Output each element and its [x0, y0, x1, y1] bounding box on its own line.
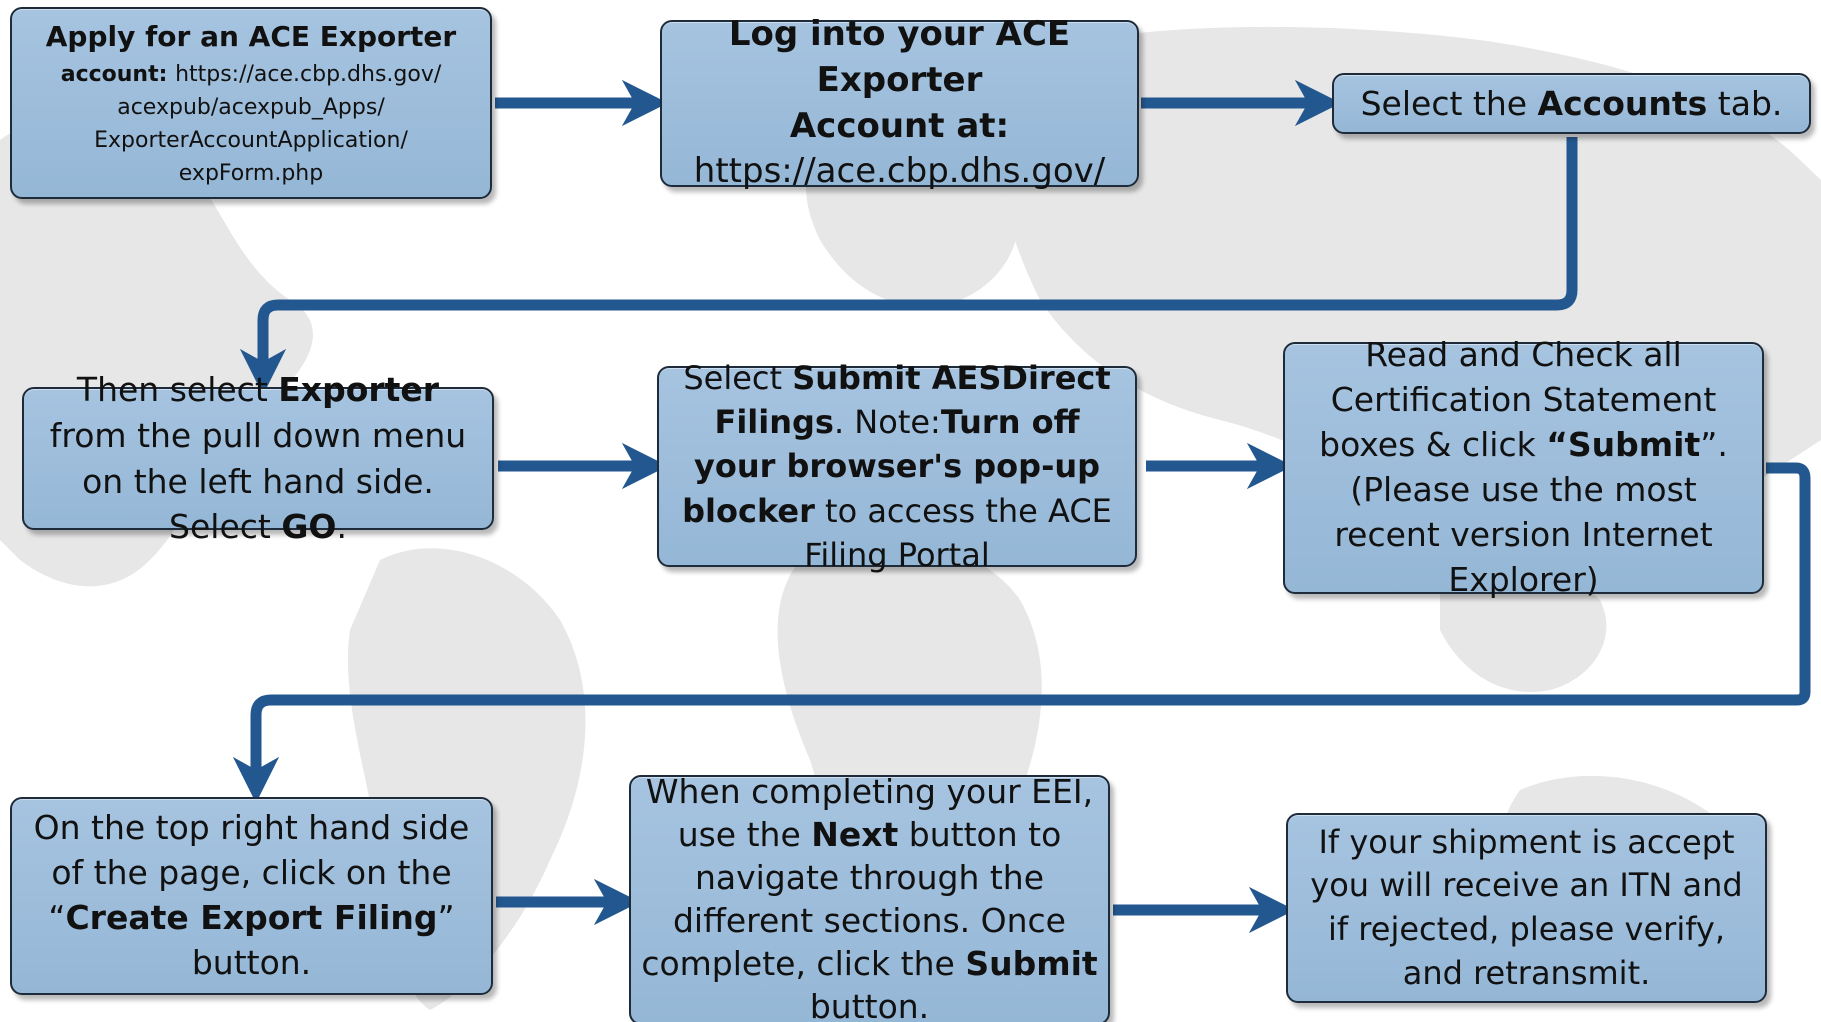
step-bold-text: Exporter: [278, 370, 440, 410]
step-text: Select the: [1360, 83, 1538, 123]
step-text: Then select: [76, 370, 279, 410]
step-bold-text: Account at:: [789, 105, 1010, 146]
step-text-line: https://ace.cbp.dhs.gov/: [693, 151, 1106, 192]
step-submit-aesdirect: Select Submit AESDirect Filings. Note:Tu…: [657, 359, 1137, 574]
step-text: tab.: [1707, 83, 1783, 123]
step-itn-result: If your shipment is accept you will rece…: [1286, 813, 1767, 1003]
step-text-line: ExporterAccountApplication/: [94, 128, 408, 153]
step-certification: Read and Check all Certification Stateme…: [1283, 335, 1764, 599]
step-bold-text: GO: [281, 507, 337, 547]
step-text-line: account: https://ace.cbp.dhs.gov/: [22, 58, 480, 91]
step-bold-text: Log into your ACE Exporter: [728, 13, 1071, 100]
step-text: ” button.: [191, 898, 455, 982]
step-bold-text: Submit AESDirect Filings: [714, 359, 1111, 442]
step-text: On the top right hand side of the page, …: [33, 808, 470, 937]
step-create-export-filing: On the top right hand side of the page, …: [10, 797, 493, 995]
step-text-line: acexpub/acexpub_Apps/: [117, 95, 385, 120]
step-text: .: [336, 507, 347, 547]
step-text: When completing your EEI, use the: [645, 772, 1094, 855]
step-bold-text: Next: [811, 815, 899, 855]
step-bold-text: Submit: [965, 943, 1098, 983]
step-bold-text: “Submit: [1546, 425, 1701, 465]
step-text: https://ace.cbp.dhs.gov/: [175, 62, 442, 87]
step-select-accounts-tab: Select the Accounts tab.: [1332, 73, 1811, 134]
step-text-line: Log into your ACE Exporter: [672, 12, 1127, 104]
step-text-line: Apply for an ACE Exporter: [45, 20, 457, 53]
step-select-exporter: Then select Exporter from the pull down …: [22, 370, 494, 546]
step-bold-text: Turn off your browser's pop-up blocker: [682, 403, 1101, 530]
step-text: from the pull down menu on the left hand…: [49, 415, 467, 547]
step-apply-account: Apply for an ACE Exporter account: https…: [10, 7, 492, 199]
arrow-step3-to-step4: [239, 137, 1578, 396]
step-text: Select: [683, 359, 793, 398]
step-text-line: expForm.php: [178, 161, 324, 186]
step-text: . Note:: [833, 403, 941, 442]
step-text: button to navigate through the different…: [641, 815, 1066, 983]
step-text: button.: [809, 986, 930, 1022]
step-bold-text: account:: [60, 62, 176, 87]
arrow-step6-to-step7: [232, 462, 1811, 804]
step-text: If your shipment is accept you will rece…: [1310, 822, 1743, 992]
step-complete-eei: When completing your EEI, use the Next b…: [629, 772, 1110, 1022]
step-text: to access the ACE Filing Portal: [804, 491, 1112, 574]
step-text: ”. (Please use the most recent version I…: [1334, 425, 1728, 599]
step-log-in: Log into your ACE Exporter Account at: h…: [660, 14, 1139, 191]
step-bold-text: Accounts: [1537, 83, 1708, 123]
step-text: Read and Check all Certification Stateme…: [1319, 335, 1717, 465]
step-bold-text: Create Export Filing: [65, 898, 438, 937]
step-text-line: Account at:: [672, 104, 1127, 150]
